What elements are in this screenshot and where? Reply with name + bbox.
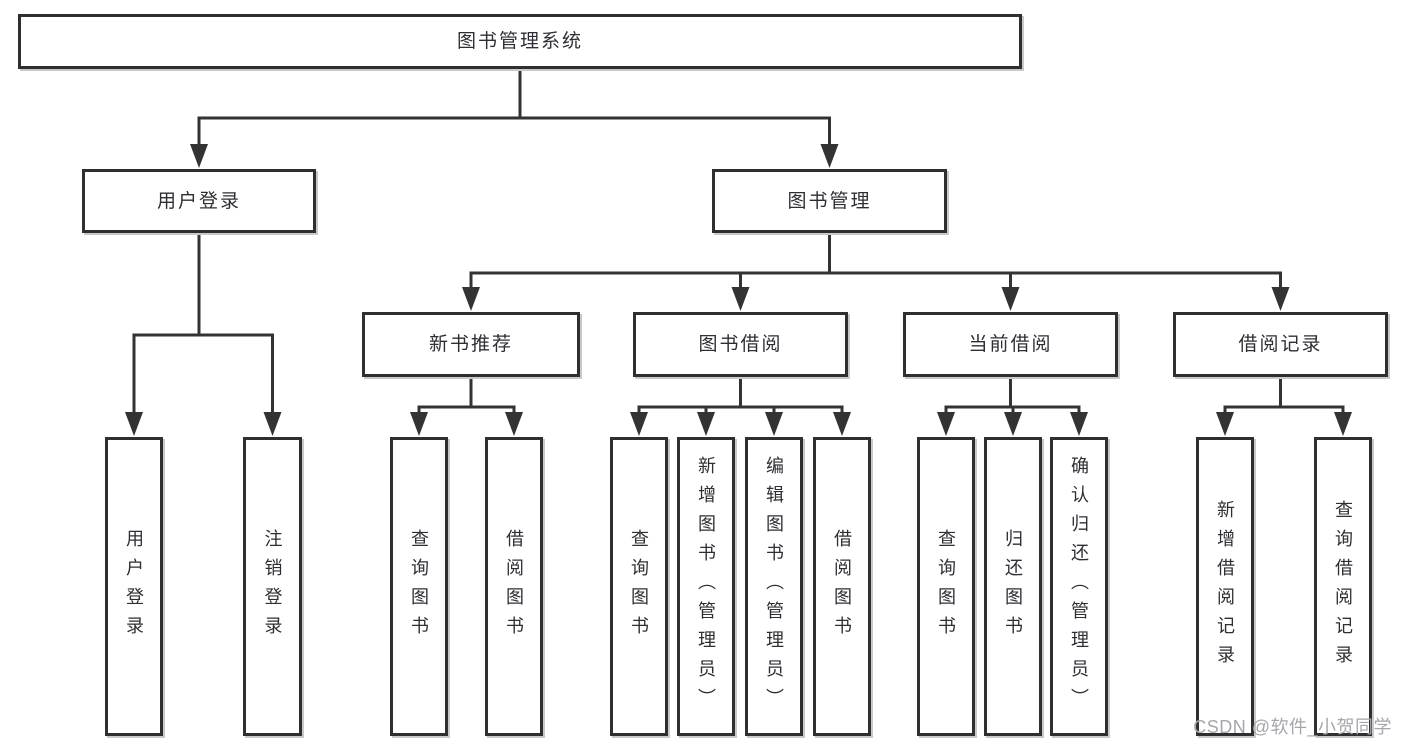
node-label: 新增图书（管理员） [696,456,716,717]
node-leaf-borrow-book-rec: 借阅图书 [485,437,543,736]
node-leaf-query-borrow-record: 查询借阅记录 [1314,437,1372,736]
arrowhead-icon [833,412,851,436]
arrowhead-icon [190,144,208,168]
node-label: 注销登录 [262,528,283,645]
node-label: 新书推荐 [428,334,513,355]
node-label: 图书管理系统 [456,31,583,52]
node-leaf-return-book: 归还图书 [984,437,1042,736]
arrowhead-icon [1334,412,1352,436]
node-leaf-query-book-bb: 查询图书 [610,437,668,736]
node-label: 查询图书 [936,528,956,645]
node-book-borrow: 图书借阅 [633,312,848,377]
arrowhead-icon [462,287,480,311]
node-leaf-edit-book: 编辑图书（管理员） [745,437,803,736]
node-leaf-borrow-book-bb: 借阅图书 [813,437,871,736]
watermark-text: CSDN @软件_小贺同学 [1193,717,1392,737]
node-label: 图书管理 [787,190,872,212]
arrowhead-icon [125,412,143,436]
node-label: 当前借阅 [968,334,1053,355]
node-label: 查询借阅记录 [1333,499,1353,674]
node-book-mgmt: 图书管理 [712,169,947,233]
arrowhead-icon [1070,412,1088,436]
arrowhead-icon [1004,412,1022,436]
arrowhead-icon [505,412,523,436]
node-label: 查询图书 [629,528,649,645]
node-label: 借阅图书 [504,528,524,645]
arrowhead-icon [410,412,428,436]
node-leaf-query-book-cb: 查询图书 [917,437,975,736]
node-leaf-add-borrow-record: 新增借阅记录 [1196,437,1254,736]
arrowhead-icon [731,287,750,311]
arrowhead-icon [263,412,282,436]
node-label: 查询图书 [409,528,429,645]
node-label: 新增借阅记录 [1215,499,1235,674]
arrowhead-icon [1271,287,1290,311]
node-leaf-add-book: 新增图书（管理员） [677,437,735,736]
node-current-borrow: 当前借阅 [903,312,1118,377]
arrowhead-icon [1001,287,1020,311]
arrowhead-icon [937,412,955,436]
node-leaf-logout: 注销登录 [243,437,302,736]
node-root: 图书管理系统 [18,14,1022,69]
node-leaf-query-book-rec: 查询图书 [390,437,448,736]
arrowhead-icon [697,412,715,436]
node-label: 借阅图书 [832,528,852,645]
node-label: 用户登录 [124,528,144,645]
node-label: 用户登录 [156,190,241,212]
node-label: 图书借阅 [698,334,783,355]
node-leaf-confirm-return: 确认归还（管理员） [1050,437,1108,736]
arrowhead-icon [1216,412,1234,436]
node-borrow-records: 借阅记录 [1173,312,1388,377]
arrowhead-icon [630,412,648,436]
node-label: 确认归还（管理员） [1069,456,1089,717]
node-label: 归还图书 [1003,528,1023,645]
node-label: 编辑图书（管理员） [764,456,784,717]
node-label: 借阅记录 [1238,334,1323,355]
node-new-book-rec: 新书推荐 [362,312,580,377]
arrowhead-icon [820,144,839,168]
node-leaf-user-login: 用户登录 [105,437,163,736]
arrowhead-icon [765,412,783,436]
node-user-login: 用户登录 [82,169,316,233]
